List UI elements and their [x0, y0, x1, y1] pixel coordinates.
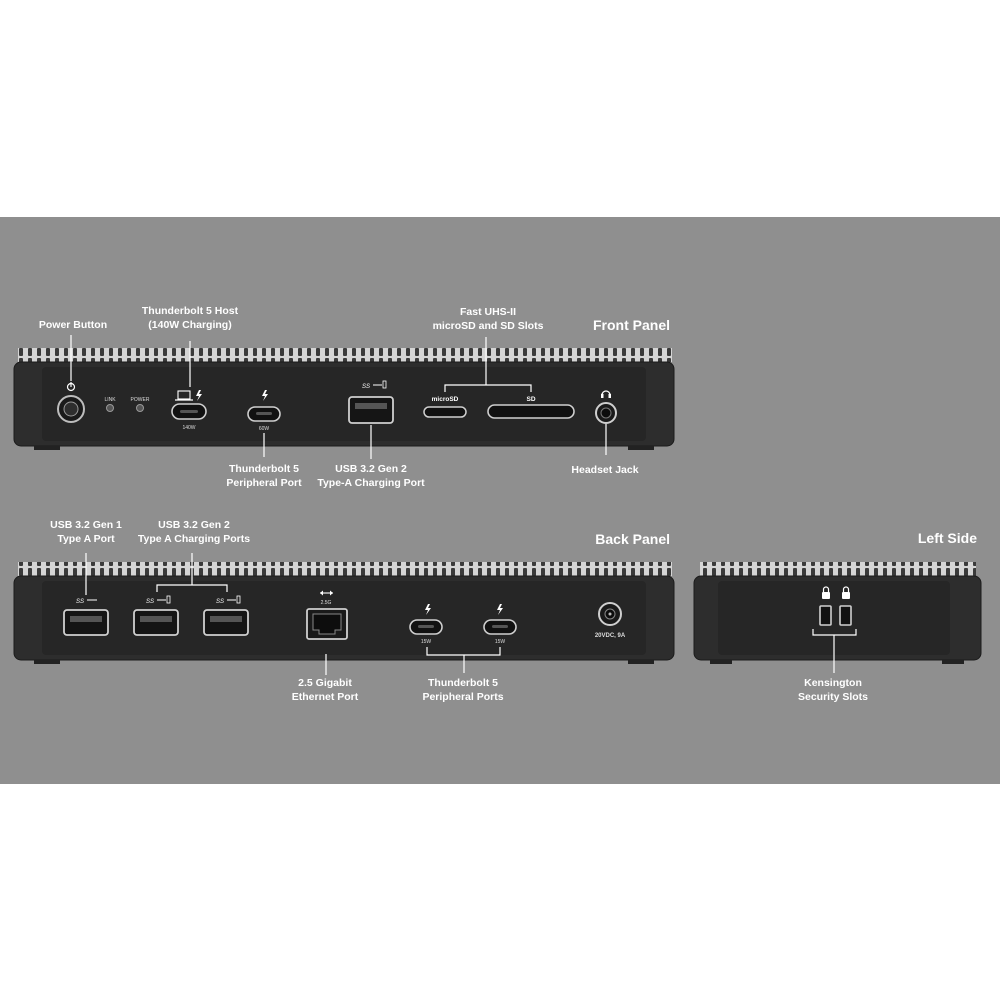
card-slots-bracket: [444, 384, 532, 392]
back-panel-title: Back Panel: [595, 531, 670, 547]
svg-text:SS: SS: [146, 599, 154, 605]
left-foot-right: [942, 660, 964, 664]
tb5-front-label-line2: Peripheral Port: [226, 477, 302, 489]
usb-a-gen1-tongue: [70, 616, 102, 622]
usb-a-gen1-port[interactable]: [63, 609, 109, 636]
link-led: [106, 404, 114, 412]
front-foot-right: [628, 446, 654, 450]
ethernet-label-line2: Ethernet Port: [292, 691, 359, 703]
usb-gen2-label-line1: USB 3.2 Gen 2: [158, 519, 230, 531]
lock-icon: [822, 586, 830, 599]
dc-power-input[interactable]: [598, 602, 622, 626]
left-foot-left: [710, 660, 732, 664]
tb5-host-wattage: 140W: [182, 425, 195, 431]
usb-a-front-port[interactable]: [348, 396, 394, 424]
card-slots-label-line1: Fast UHS-II: [460, 306, 516, 318]
back-foot-right: [628, 660, 654, 664]
usb-a-gen2-tongue-1: [140, 616, 172, 622]
tb5-rear-1-wattage: 15W: [421, 639, 432, 645]
network-arrows-icon: [320, 590, 333, 596]
power-icon: [66, 382, 76, 392]
thunderbolt-icon: [425, 604, 431, 615]
tb5-front-wattage: 60W: [259, 426, 270, 432]
front-foot-left: [34, 446, 60, 450]
card-slots-label-line2: microSD and SD Slots: [433, 320, 544, 332]
thunderbolt-icon: [497, 604, 503, 615]
front-panel-title: Front Panel: [593, 317, 670, 333]
usb-superspeed-charging-icon: SS: [216, 595, 241, 605]
tb5-host-port-tongue: [180, 410, 198, 413]
power-led: [136, 404, 144, 412]
usb-a-gen2-port-1[interactable]: [133, 609, 179, 636]
thunderbolt-host-icon: [196, 390, 202, 401]
usb-superspeed-icon: SS: [76, 599, 97, 605]
kensington-slot-1[interactable]: [819, 605, 832, 626]
usb-a-front-label-line2: Type-A Charging Port: [317, 477, 425, 489]
tb5-host-label-line1: Thunderbolt 5 Host: [142, 305, 239, 317]
power-led-label: POWER: [131, 397, 150, 403]
laptop-icon: [175, 390, 193, 401]
left-top-vents: [700, 562, 976, 576]
power-button-label: Power Button: [39, 319, 107, 331]
usb-gen1-label-line1: USB 3.2 Gen 1: [50, 519, 122, 531]
dock-diagram: Front Panel Power Button LINK POWER 140W…: [13, 305, 982, 703]
kensington-label-line2: Security Slots: [798, 691, 868, 703]
svg-text:SS: SS: [216, 599, 224, 605]
back-foot-left: [34, 660, 60, 664]
left-side-title: Left Side: [918, 530, 977, 546]
power-button[interactable]: [57, 395, 85, 423]
usb-superspeed-charging-icon: SS: [146, 595, 171, 605]
usb-a-front-label-line1: USB 3.2 Gen 2: [335, 463, 407, 475]
diagram-background: Front Panel Power Button LINK POWER 140W…: [0, 217, 1000, 784]
sd-label: SD: [526, 396, 535, 403]
headset-jack[interactable]: [595, 402, 617, 424]
ethernet-label-line1: 2.5 Gigabit: [298, 677, 352, 689]
ethernet-port[interactable]: [306, 608, 348, 640]
usb-gen1-label-line2: Type A Port: [57, 533, 115, 545]
tb5-rear-label-line1: Thunderbolt 5: [428, 677, 498, 689]
headphones-icon: [601, 390, 611, 398]
tb5-rear-label-line2: Peripheral Ports: [422, 691, 503, 703]
tb5-front-label-line1: Thunderbolt 5: [229, 463, 299, 475]
nano-lock-icon: [842, 586, 850, 599]
tb5-host-label-line2: (140W Charging): [148, 319, 231, 331]
kensington-slot-2[interactable]: [839, 605, 852, 626]
usb-gen2-label-line2: Type A Charging Ports: [138, 533, 250, 545]
front-top-vents: [18, 348, 672, 362]
usb-a-gen2-port-2[interactable]: [203, 609, 249, 636]
microsd-label: microSD: [432, 396, 459, 403]
left-face: [718, 581, 950, 655]
back-top-vents: [18, 562, 672, 576]
svg-text:SS: SS: [76, 599, 84, 605]
thunderbolt-icon: [262, 390, 268, 401]
dc-power-rating: 20VDC, 9A: [595, 633, 626, 639]
front-face: [42, 367, 646, 441]
usb-superspeed-icon: SS: [362, 380, 387, 390]
kensington-label-line1: Kensington: [804, 677, 862, 689]
tb5-front-port-tongue: [256, 412, 272, 415]
usb-a-front-tongue: [355, 403, 387, 409]
microsd-slot[interactable]: [423, 406, 467, 418]
tb5-rear-port-2-tongue: [492, 625, 508, 628]
tb5-rear-2-wattage: 15W: [495, 639, 506, 645]
tb5-rear-port-1-tongue: [418, 625, 434, 628]
usb-a-gen2-tongue-2: [210, 616, 242, 622]
svg-text:SS: SS: [362, 384, 370, 390]
sd-slot[interactable]: [487, 404, 575, 419]
headset-jack-label: Headset Jack: [571, 464, 638, 476]
left-side-device: [693, 562, 982, 664]
ethernet-speed-label: 2.5G: [321, 600, 332, 606]
link-led-label: LINK: [104, 397, 116, 403]
